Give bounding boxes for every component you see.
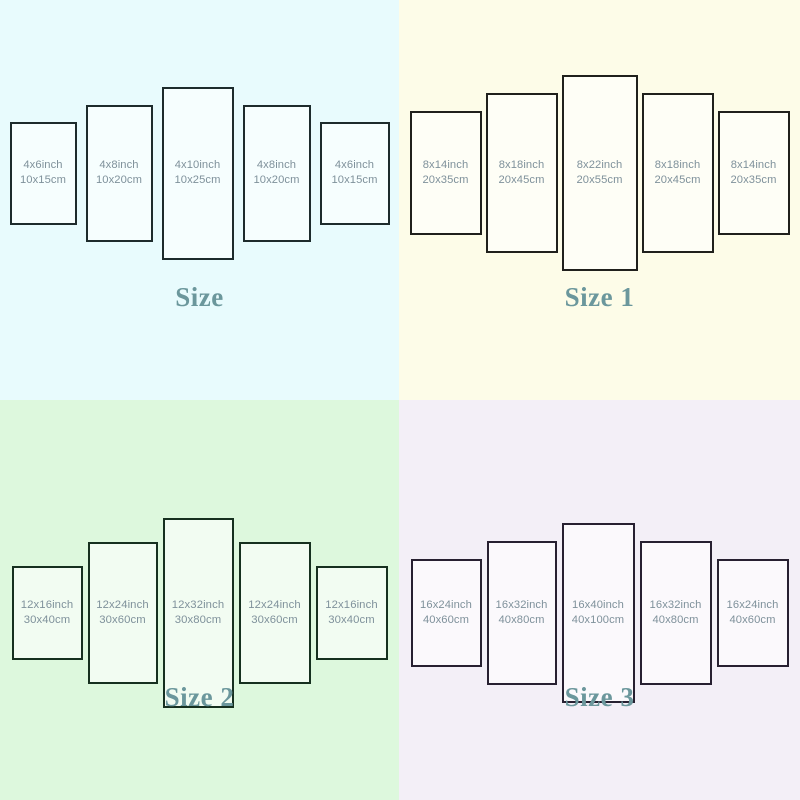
panel-row: 16x24inch 40x60cm 16x32inch 40x80cm 16x40inc… xyxy=(399,448,800,778)
size-panel-inches: 16x24inch xyxy=(420,599,472,612)
size-panel[interactable]: 12x24inch 30x60cm xyxy=(87,542,158,684)
size-panel[interactable]: 8x18inch 20x45cm xyxy=(485,93,558,253)
size-panel-inches: 4x6inch xyxy=(23,159,63,172)
size-panel[interactable]: 4x8inch 10x20cm xyxy=(242,104,311,242)
size-panel-inches: 8x18inch xyxy=(654,159,701,172)
size-panel-cm: 30x40cm xyxy=(328,614,375,626)
quadrant-title: Size 2 xyxy=(164,682,235,712)
size-panel[interactable]: 12x16inch 30x40cm xyxy=(315,566,388,660)
size-panel-cm: 40x60cm xyxy=(422,614,470,626)
quadrant-size-1: 8x14inch 20x35cm 8x18inch 20x45cm 8x22inch 20… xyxy=(399,0,800,400)
size-panel-label: 8x14inch 20x35cm xyxy=(422,158,468,188)
size-panel-inches: 12x24inch xyxy=(248,599,301,612)
size-panel-inches: 4x8inch xyxy=(256,159,297,172)
size-panel-label: 16x24inch 40x60cm xyxy=(420,598,472,628)
size-panel[interactable]: 16x24inch 40x60cm xyxy=(410,559,482,667)
size-panel-cm: 30x40cm xyxy=(23,614,71,626)
size-panel[interactable]: 12x16inch 30x40cm xyxy=(11,566,83,660)
size-panel-inches: 16x32inch xyxy=(649,599,702,612)
size-panel-inches: 4x6inch xyxy=(334,159,375,172)
size-panel-label: 4x6inch 10x15cm xyxy=(20,158,66,188)
size-panel[interactable]: 8x14inch 20x35cm xyxy=(409,111,482,235)
size-panel-inches: 4x8inch xyxy=(99,159,139,172)
size-panel-inches: 12x32inch xyxy=(171,599,225,612)
panel-row: 12x16inch 30x40cm 12x24inch 30x60cm 12x32inc… xyxy=(0,448,399,778)
panel-row: 8x14inch 20x35cm 8x18inch 20x45cm 8x22inch 20… xyxy=(399,8,800,338)
size-panel[interactable]: 8x18inch 20x45cm xyxy=(641,93,714,253)
size-panel[interactable]: 8x22inch 20x55cm xyxy=(561,75,638,271)
size-panel-label: 8x14inch 20x35cm xyxy=(730,158,776,188)
size-panel-cm: 40x80cm xyxy=(498,614,545,626)
size-panel-cm: 20x35cm xyxy=(422,174,469,186)
size-panel-cm: 10x20cm xyxy=(253,174,300,186)
quadrant-size: 4x6inch 10x15cm 4x8inch 10x20cm 4x10inch 10x2… xyxy=(0,0,399,400)
size-panel-inches: 16x40inch xyxy=(572,599,624,612)
size-panel-label: 8x22inch 20x55cm xyxy=(576,158,622,188)
size-panel-cm: 10x25cm xyxy=(174,174,221,186)
size-panel-cm: 30x60cm xyxy=(99,614,146,626)
size-panel-label: 4x6inch 10x15cm xyxy=(331,158,377,188)
size-panel-label: 16x32inch 40x80cm xyxy=(650,598,702,628)
size-panel-label: 4x8inch 10x20cm xyxy=(253,158,299,188)
size-panel-inches: 8x14inch xyxy=(422,159,469,172)
size-panel-cm: 10x15cm xyxy=(19,174,67,186)
size-panel-cm: 20x55cm xyxy=(576,174,623,186)
size-panel[interactable]: 16x24inch 40x60cm xyxy=(716,559,789,667)
size-panel-label: 16x32inch 40x80cm xyxy=(496,598,548,628)
size-panel-cm: 40x100cm xyxy=(571,614,625,626)
size-panel-label: 12x16inch 30x40cm xyxy=(21,598,73,628)
size-panel-inches: 12x16inch xyxy=(20,599,74,612)
size-panel[interactable]: 12x32inch 30x80cm xyxy=(162,518,234,708)
size-panel-inches: 16x24inch xyxy=(726,599,779,612)
size-panel-inches: 4x10inch xyxy=(174,159,221,172)
size-panel[interactable]: 4x6inch 10x15cm xyxy=(9,121,77,225)
size-panel[interactable]: 4x10inch 10x25cm xyxy=(161,86,234,260)
size-panel-cm: 30x60cm xyxy=(251,614,298,626)
quadrant-size-3: 16x24inch 40x60cm 16x32inch 40x80cm 16x40inc… xyxy=(399,400,800,800)
size-panel-label: 12x16inch 30x40cm xyxy=(325,598,377,628)
size-panel-label: 4x8inch 10x20cm xyxy=(96,158,142,188)
size-panel[interactable]: 16x32inch 40x80cm xyxy=(486,541,557,685)
size-panel-label: 16x40inch 40x100cm xyxy=(572,598,624,628)
size-panel[interactable]: 4x6inch 10x15cm xyxy=(319,121,390,225)
size-panel-cm: 10x20cm xyxy=(95,174,143,186)
size-panel-cm: 30x80cm xyxy=(174,614,222,626)
size-panel-cm: 40x80cm xyxy=(652,614,699,626)
quadrant-title: Size xyxy=(175,282,224,312)
size-panel-cm: 20x35cm xyxy=(730,174,777,186)
size-panel-label: 12x32inch 30x80cm xyxy=(172,598,224,628)
size-panel-inches: 8x22inch xyxy=(576,159,623,172)
size-panel[interactable]: 4x8inch 10x20cm xyxy=(85,104,153,242)
size-panel-label: 16x24inch 40x60cm xyxy=(727,598,779,628)
size-panel[interactable]: 16x32inch 40x80cm xyxy=(639,541,712,685)
quadrant-title: Size 3 xyxy=(564,682,635,712)
size-panel-label: 4x10inch 10x25cm xyxy=(174,158,220,188)
size-panel-label: 12x24inch 30x60cm xyxy=(248,598,300,628)
size-panel-inches: 16x32inch xyxy=(495,599,548,612)
size-panel-label: 12x24inch 30x60cm xyxy=(96,598,148,628)
size-panel-inches: 12x24inch xyxy=(96,599,149,612)
size-panel-cm: 10x15cm xyxy=(331,174,378,186)
size-panel[interactable]: 12x24inch 30x60cm xyxy=(238,542,311,684)
size-panel-cm: 20x45cm xyxy=(654,174,701,186)
size-panel-label: 8x18inch 20x45cm xyxy=(498,158,544,188)
size-panel-cm: 40x60cm xyxy=(729,614,776,626)
size-panel-label: 8x18inch 20x45cm xyxy=(654,158,700,188)
size-panel-inches: 8x14inch xyxy=(730,159,777,172)
size-panel[interactable]: 8x14inch 20x35cm xyxy=(717,111,790,235)
size-panel-cm: 20x45cm xyxy=(498,174,545,186)
size-panel-inches: 8x18inch xyxy=(498,159,545,172)
panel-row: 4x6inch 10x15cm 4x8inch 10x20cm 4x10inch 10x2… xyxy=(0,8,399,338)
quadrant-size-2: 12x16inch 30x40cm 12x24inch 30x60cm 12x32inc… xyxy=(0,400,399,800)
size-panel[interactable]: 16x40inch 40x100cm xyxy=(561,523,635,703)
quadrant-title: Size 1 xyxy=(564,282,635,312)
size-panel-inches: 12x16inch xyxy=(325,599,378,612)
